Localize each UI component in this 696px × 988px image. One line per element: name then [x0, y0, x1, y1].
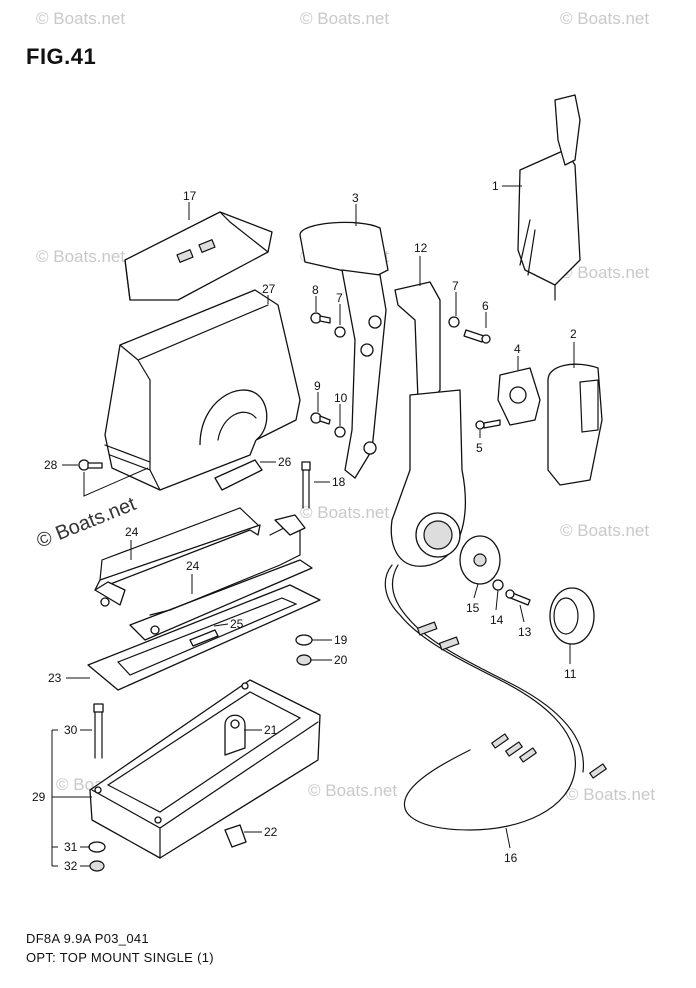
callout-18: 18: [332, 475, 346, 489]
part-9-screw: [310, 412, 331, 425]
callout-19: 19: [334, 633, 348, 647]
part-25-screw: [189, 629, 219, 647]
callout-29: 29: [32, 790, 46, 804]
callout-11: 11: [564, 667, 577, 681]
control-arm-body: [390, 389, 466, 567]
watermark-bold: © Boats.net: [34, 493, 140, 553]
watermark: © Boats.net: [560, 9, 649, 28]
part-20-nut: [296, 654, 312, 666]
figure-title: FIG.41: [26, 44, 97, 69]
part-30-bolt: [93, 703, 104, 759]
callout-8: 8: [312, 283, 319, 297]
part-5-screw: [475, 419, 501, 430]
figure-code: DF8A 9.9A P03_041: [26, 931, 149, 946]
part-18-bolt: [301, 461, 311, 509]
callout-17: 17: [183, 189, 197, 203]
part-3-lever: [299, 221, 389, 479]
callout-9: 9: [314, 379, 321, 393]
part-12-neutral-lever: [394, 281, 441, 406]
callout-22: 22: [264, 825, 278, 839]
callout-12: 12: [414, 241, 428, 255]
watermark: © Boats.net: [300, 503, 389, 522]
part-2-grip: [547, 363, 603, 486]
part-32-nut: [89, 860, 105, 872]
part-14-washer: [492, 579, 504, 591]
figure-description: OPT: TOP MOUNT SINGLE (1): [26, 950, 214, 965]
part-17-cover-cap: [124, 211, 273, 301]
watermark: © Boats.net: [300, 9, 389, 28]
callout-3: 3: [352, 191, 359, 205]
callout-24: 24: [125, 525, 139, 539]
callout-5: 5: [476, 441, 483, 455]
watermark: © Boats.net: [560, 521, 649, 540]
watermark: © Boats.net: [36, 9, 125, 28]
part-29-base-box: [89, 679, 321, 859]
callout-10: 10: [334, 391, 348, 405]
callout-4: 4: [514, 342, 521, 356]
callout-13: 13: [518, 625, 532, 639]
watermark: © Boats.net: [36, 247, 125, 266]
callout-14: 14: [490, 613, 504, 627]
watermark: © Boats.net: [566, 785, 655, 804]
leader-lines: [51, 185, 575, 867]
part-24-bracket-lower: [129, 514, 313, 641]
part-24-bracket-upper: [94, 507, 261, 607]
callout-30: 30: [64, 723, 78, 737]
callout-1: 1: [492, 179, 499, 193]
part-19-washer: [295, 634, 313, 646]
part-22-clip: [224, 824, 247, 848]
part-4-switch: [497, 367, 541, 426]
watermark: © Boats.net: [308, 781, 397, 800]
callout-20: 20: [334, 653, 348, 667]
part-26-plate: [214, 459, 263, 491]
part-21-clamp: [224, 714, 246, 756]
part-1-remote-control: [517, 94, 581, 301]
part-16-wire-harness: [384, 564, 607, 831]
part-27-housing: [104, 289, 301, 491]
part-6-screw: [463, 329, 491, 344]
callout-31: 31: [64, 840, 78, 854]
part-13-screw: [505, 589, 531, 606]
callout-23: 23: [48, 671, 62, 685]
callout-2: 2: [570, 327, 577, 341]
callout-26: 26: [278, 455, 292, 469]
part-11-cap: [549, 587, 595, 645]
callout-7b: 7: [452, 279, 459, 293]
callout-32: 32: [64, 859, 78, 873]
part-15-plate: [459, 535, 501, 585]
part-7-washer: [448, 316, 460, 328]
callout-16: 16: [504, 851, 518, 865]
callout-7: 7: [336, 291, 343, 305]
watermark: © Boats.net: [560, 263, 649, 282]
part-7-washer: [334, 326, 346, 338]
callout-15: 15: [466, 601, 480, 615]
part-10-washer: [334, 426, 346, 438]
part-31-washer: [88, 841, 106, 853]
callout-6: 6: [482, 299, 489, 313]
callouts: 1 2 3 4 5 6 7 7 8 9 10 11 12 13 14 15 16…: [32, 179, 577, 873]
callout-27: 27: [262, 282, 276, 296]
callout-24b: 24: [186, 559, 200, 573]
callout-21: 21: [264, 723, 278, 737]
part-28-screw: [78, 459, 103, 471]
callout-25: 25: [230, 617, 244, 631]
callout-28: 28: [44, 458, 58, 472]
part-8-screw: [310, 312, 331, 324]
